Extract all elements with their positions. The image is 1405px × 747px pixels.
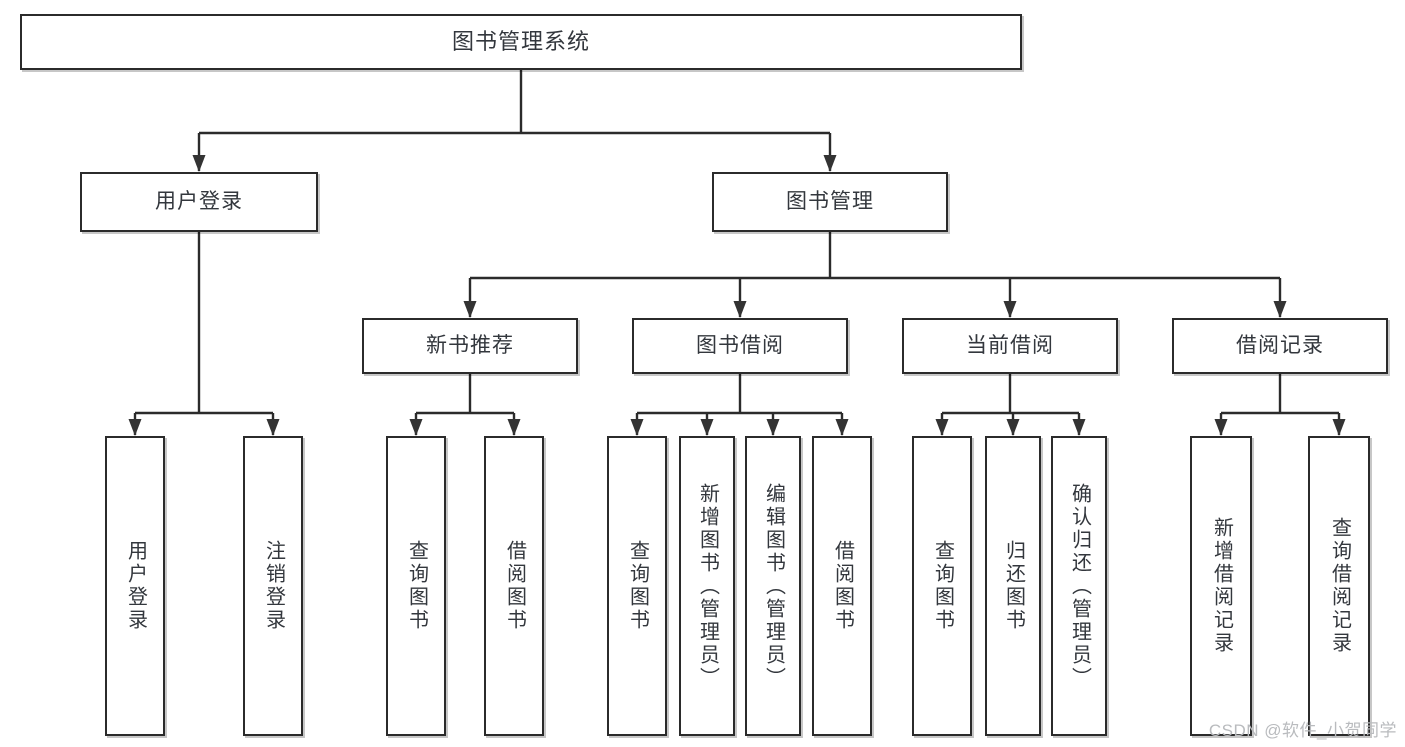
node-leaf-rec-add[interactable]: 新增借阅记录 [1190,436,1252,736]
node-leaf-user-logout[interactable]: 注销登录 [243,436,303,736]
arrow-head [733,301,747,318]
arrow-head [266,419,280,436]
arrow-head [935,419,949,436]
node-label: 查询图书 [626,540,649,632]
node-book-borrow[interactable]: 图书借阅 [632,318,848,374]
arrow-head [507,419,521,436]
node-label: 新增借阅记录 [1210,517,1233,655]
node-root[interactable]: 图书管理系统 [20,14,1022,70]
arrow-head [1273,301,1287,318]
node-label: 注销登录 [262,540,285,632]
node-label: 借阅图书 [503,540,526,632]
arrow-head [700,419,714,436]
node-borrow-record[interactable]: 借阅记录 [1172,318,1388,374]
node-label: 新书推荐 [426,333,514,357]
arrow-head [409,419,423,436]
node-current-borrow[interactable]: 当前借阅 [902,318,1118,374]
node-label: 图书管理 [786,189,874,213]
node-leaf-borrow-edit[interactable]: 编辑图书（管理员） [745,436,801,736]
node-label: 图书管理系统 [451,29,590,55]
node-leaf-cur-query[interactable]: 查询图书 [912,436,972,736]
node-label: 借阅记录 [1236,333,1324,357]
node-leaf-borrow-lend[interactable]: 借阅图书 [812,436,872,736]
node-label: 查询借阅记录 [1328,517,1351,655]
node-leaf-rec-borrow[interactable]: 借阅图书 [484,436,544,736]
node-label: 确认归还（管理员） [1068,482,1091,690]
arrow-head [1214,419,1228,436]
node-new-book-rec[interactable]: 新书推荐 [362,318,578,374]
arrow-head [128,419,142,436]
node-leaf-cur-confirm[interactable]: 确认归还（管理员） [1051,436,1107,736]
node-label: 查询图书 [405,540,428,632]
node-label: 查询图书 [931,540,954,632]
node-leaf-user-login[interactable]: 用户登录 [105,436,165,736]
node-leaf-rec-query2[interactable]: 查询借阅记录 [1308,436,1370,736]
watermark: CSDN @软件_小贺同学 [1208,721,1397,740]
arrow-head [1003,301,1017,318]
arrow-head [463,301,477,318]
arrow-head [1072,419,1086,436]
node-label: 编辑图书（管理员） [762,482,785,690]
arrow-head [1006,419,1020,436]
node-label: 用户登录 [124,540,147,632]
node-book-manage[interactable]: 图书管理 [712,172,948,232]
node-label: 当前借阅 [966,333,1054,357]
node-label: 归还图书 [1002,540,1025,632]
node-label: 新增图书（管理员） [696,482,719,690]
arrow-head [835,419,849,436]
node-leaf-borrow-query[interactable]: 查询图书 [607,436,667,736]
node-label: 借阅图书 [831,540,854,632]
arrow-head [630,419,644,436]
arrow-head [192,155,206,172]
node-leaf-cur-return[interactable]: 归还图书 [985,436,1041,736]
node-label: 用户登录 [155,189,243,213]
arrow-head [766,419,780,436]
node-user-login[interactable]: 用户登录 [80,172,318,232]
node-leaf-borrow-add[interactable]: 新增图书（管理员） [679,436,735,736]
arrow-head [1332,419,1346,436]
arrow-head [823,155,837,172]
node-leaf-rec-query[interactable]: 查询图书 [386,436,446,736]
node-label: 图书借阅 [696,333,784,357]
